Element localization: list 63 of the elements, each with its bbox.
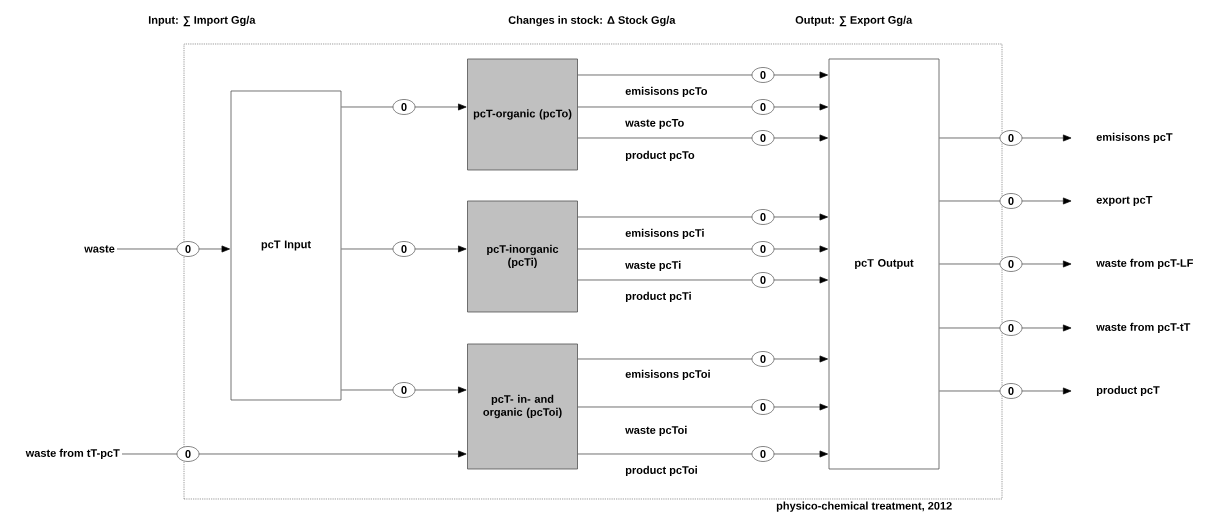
column-heading: Input: ∑ Import Gg/a (148, 15, 256, 27)
flow-value: 0 (999, 320, 1023, 336)
flow-name: waste from pcT-LF (1096, 258, 1193, 270)
process-box: pcT-organic (pcTo) (467, 58, 578, 171)
flow-value: 0 (751, 99, 775, 115)
flow-name: waste (84, 245, 115, 253)
flow-arrow (939, 260, 1072, 268)
flow-value: 0 (999, 383, 1023, 399)
flow-arrow (121, 450, 467, 458)
flow-arrow (577, 355, 828, 363)
flow-name: product pcTo (625, 150, 695, 162)
flow-value: 0 (999, 130, 1023, 146)
flow-arrow (939, 387, 1072, 395)
flow-name: waste from tT-pcT (25, 448, 120, 460)
process-box: pcT-inorganic (pcTi) (467, 200, 578, 313)
flow-name: export pcT (1096, 196, 1153, 206)
flow-value: 0 (751, 351, 775, 367)
flow-arrow (341, 245, 467, 253)
flow-value: 0 (751, 272, 775, 288)
flow-arrow (939, 197, 1072, 205)
flow-name: waste pcTi (625, 260, 681, 272)
flow-value: 0 (999, 256, 1023, 272)
flow-arrow (341, 386, 467, 394)
flow-value: 0 (392, 241, 416, 257)
flow-name: product pcToi (625, 465, 697, 477)
flow-arrow (939, 324, 1072, 332)
flow-name: waste pcTo (625, 119, 684, 129)
flow-name: emisisons pcT (1096, 132, 1173, 144)
flow-value: 0 (751, 399, 775, 415)
node-label: physico-chemical treatment, 2012 (776, 501, 952, 512)
flow-arrow (939, 134, 1072, 142)
flow-value: 0 (392, 99, 416, 115)
process-box: pcT Input (230, 90, 342, 401)
flow-value: 0 (751, 209, 775, 225)
flow-arrow (577, 276, 828, 284)
flow-arrow (577, 403, 828, 411)
flow-value: 0 (751, 130, 775, 146)
flow-name: emisisons pcTi (625, 228, 704, 240)
flow-arrow (577, 103, 828, 111)
flow-value: 0 (176, 446, 200, 462)
flow-arrow (577, 134, 828, 142)
flow-arrow (341, 103, 467, 111)
flow-value: 0 (751, 241, 775, 257)
column-heading: Changes in stock: Δ Stock Gg/a (508, 15, 676, 27)
flow-value: 0 (176, 241, 200, 257)
flow-name: waste pcToi (625, 425, 687, 437)
column-heading: Output: ∑ Export Gg/a (795, 15, 913, 27)
process-box: pcT- in- and organic (pcToi) (467, 343, 578, 470)
flow-name: product pcTi (625, 291, 691, 303)
flow-value: 0 (751, 446, 775, 462)
flow-name: waste from pcT-tT (1096, 322, 1191, 334)
flow-arrow (577, 71, 828, 79)
flow-value: 0 (999, 193, 1023, 209)
flow-name: emisisons pcTo (625, 86, 708, 98)
flow-arrow (577, 245, 828, 253)
flow-arrow (577, 213, 828, 221)
flow-value: 0 (392, 382, 416, 398)
flow-arrow (577, 450, 828, 458)
flow-value: 0 (751, 67, 775, 83)
process-box: pcT Output (828, 58, 940, 470)
flow-name: product pcT (1096, 385, 1160, 397)
flow-name: emisisons pcToi (625, 369, 710, 381)
flow-arrow (116, 245, 230, 253)
